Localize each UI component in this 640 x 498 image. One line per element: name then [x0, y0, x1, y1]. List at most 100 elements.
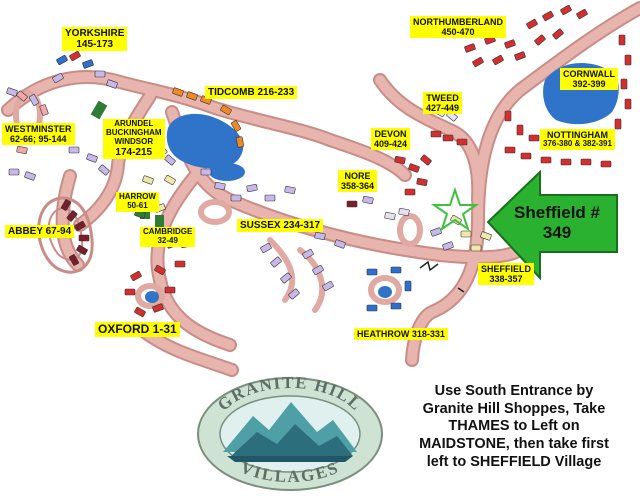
house-unit: [384, 212, 396, 220]
house-unit: [472, 56, 484, 68]
house-unit: [60, 199, 72, 211]
house-unit: [69, 50, 81, 62]
house-unit: [74, 220, 86, 232]
house-unit: [514, 51, 526, 61]
house-unit: [164, 154, 176, 166]
house-unit: [624, 54, 632, 66]
house-unit: [68, 146, 80, 154]
house-unit: [528, 134, 540, 142]
house-unit: [492, 54, 504, 66]
house-unit: [174, 260, 186, 268]
house-unit: [334, 239, 346, 249]
house-unit: [542, 10, 554, 22]
house-unit: [134, 306, 146, 318]
house-unit: [86, 153, 98, 163]
label-oxford: OXFORD 1-31: [95, 322, 180, 338]
house-unit: [346, 200, 358, 208]
house-unit: [172, 87, 184, 97]
house-unit: [504, 110, 512, 122]
house-unit: [430, 227, 442, 237]
house-unit: [430, 130, 442, 138]
star-icon: [430, 186, 480, 232]
house-unit: [124, 288, 136, 296]
house-unit: [24, 171, 36, 181]
house-unit: [416, 178, 428, 186]
house-unit: [16, 146, 28, 154]
house-unit: [264, 194, 276, 202]
house-unit: [408, 163, 420, 173]
house-unit: [580, 158, 592, 166]
house-unit: [600, 160, 612, 168]
house-unit: [78, 234, 90, 242]
house-unit: [470, 244, 482, 252]
house-unit: [366, 304, 378, 312]
house-unit: [504, 146, 516, 154]
house-unit: [214, 182, 226, 190]
house-unit: [220, 104, 232, 116]
house-unit: [576, 8, 588, 20]
house-unit: [164, 174, 176, 186]
house-unit: [76, 244, 88, 256]
house-unit: [480, 231, 492, 241]
house-unit: [404, 280, 412, 292]
house-unit: [16, 90, 28, 102]
house-unit: [520, 152, 532, 160]
label-abbey: ABBEY 67-94: [5, 225, 75, 239]
house-unit: [94, 70, 106, 78]
house-unit: [552, 28, 564, 40]
house-unit: [56, 54, 68, 66]
house-unit: [394, 156, 406, 164]
house-unit: [106, 79, 118, 89]
house-unit: [98, 164, 110, 176]
house-unit: [312, 264, 324, 276]
house-unit: [620, 78, 628, 90]
arrow-left-icon: [486, 169, 618, 281]
house-unit: [560, 4, 572, 16]
house-unit: [624, 98, 632, 110]
house-unit: [142, 175, 154, 185]
house-unit: [366, 268, 378, 276]
house-unit: [270, 256, 282, 268]
house-unit: [230, 194, 242, 202]
house-unit: [68, 254, 80, 266]
house-unit: [404, 188, 416, 196]
house-unit: [152, 303, 164, 313]
house-unit: [618, 34, 626, 46]
house-unit: [460, 230, 472, 238]
house-unit: [200, 168, 212, 176]
label-tidcomb: TIDCOMB 216-233: [205, 86, 298, 100]
house-unit: [504, 39, 516, 49]
directions-text: Use South Entrance by Granite Hill Shopp…: [419, 383, 609, 470]
house-unit: [398, 208, 410, 216]
house-unit: [314, 232, 326, 240]
house-unit: [28, 94, 40, 106]
house-unit: [442, 241, 454, 251]
house-unit: [390, 302, 402, 310]
label-heathrow: HEATHROW 318-331: [354, 328, 448, 341]
house-unit: [540, 156, 552, 164]
house-unit: [288, 288, 300, 300]
house-unit: [236, 136, 244, 148]
house-unit: [302, 248, 314, 260]
label-sussex: SUSSEX 234-317: [237, 219, 324, 233]
callout-unit-number: Sheffield #349: [514, 203, 600, 242]
house-unit: [614, 118, 622, 130]
house-unit: [526, 18, 538, 30]
house-unit: [464, 43, 476, 53]
house-unit: [6, 87, 18, 97]
house-unit: [280, 272, 292, 284]
house-unit: [442, 134, 454, 142]
house-unit: [8, 168, 20, 176]
house-unit: [534, 34, 546, 46]
house-unit: [362, 196, 374, 204]
mountain-icon: [223, 402, 357, 462]
